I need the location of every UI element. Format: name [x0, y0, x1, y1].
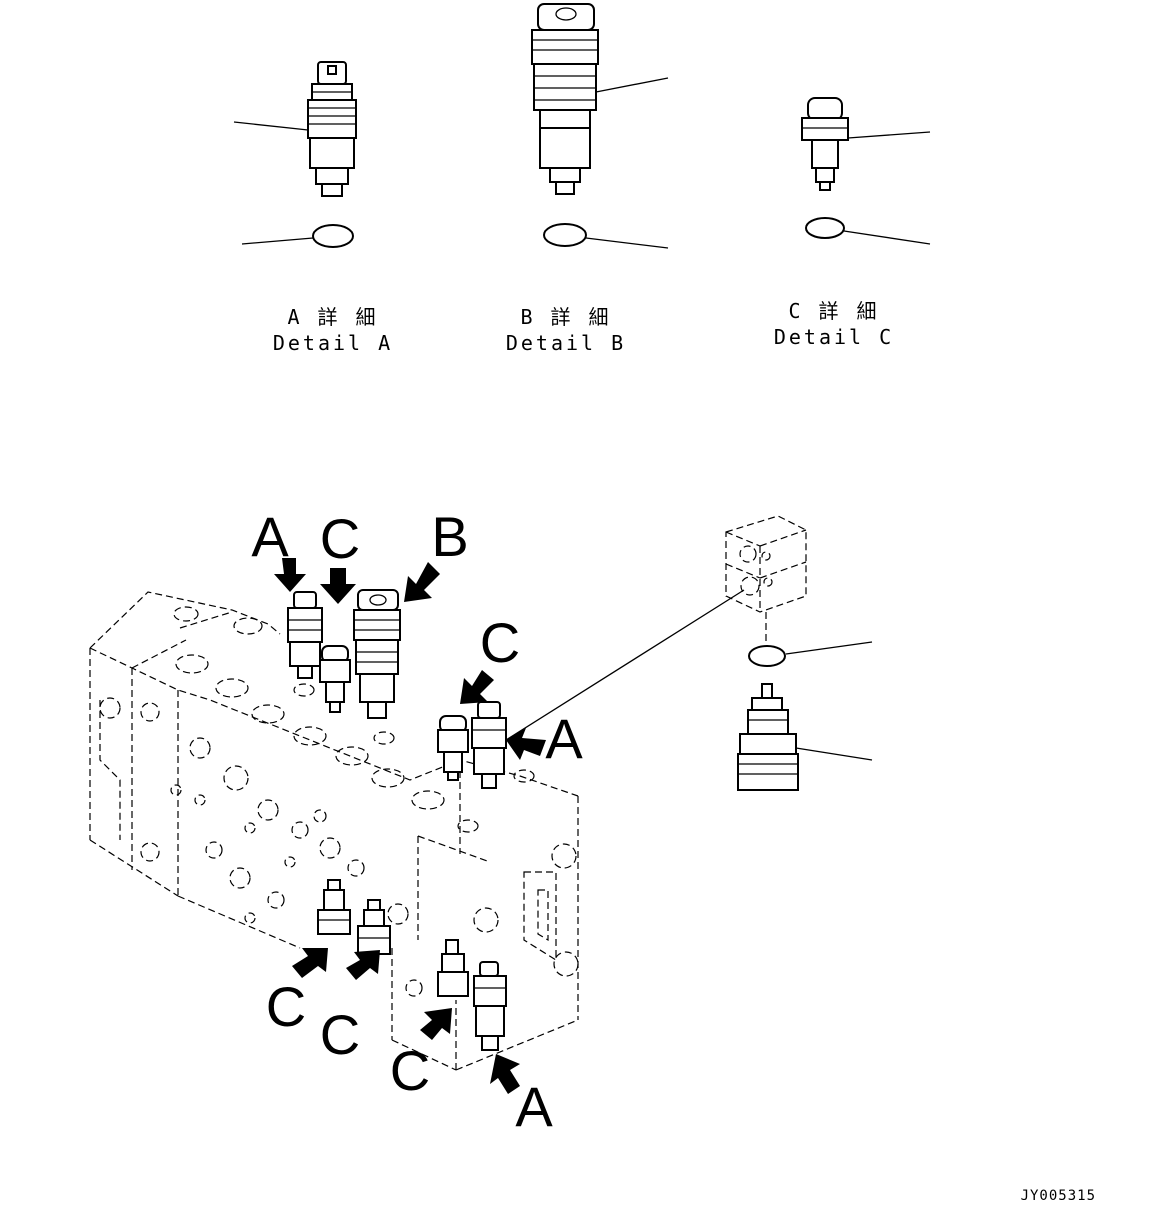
- arrow-top-c: [320, 568, 356, 604]
- callout-low-c1: C: [266, 975, 306, 1038]
- detail-c-caption: C 詳 細 Detail C: [774, 299, 894, 349]
- detail-b-en-label: Detail B: [506, 331, 626, 355]
- arrow-low-a: [490, 1054, 520, 1094]
- detail-a-jp-label: A 詳 細: [287, 305, 378, 329]
- callout-top-a: A: [251, 505, 289, 568]
- callout-top-b: B: [431, 505, 468, 568]
- flange-block: [725, 515, 807, 644]
- detail-c-en-label: Detail C: [774, 325, 894, 349]
- installed-valve-c-low3: [437, 939, 469, 997]
- detail-a-caption: A 詳 細 Detail A: [273, 305, 393, 355]
- detail-b-o-ring: [543, 223, 669, 249]
- callout-low-c2: C: [320, 1003, 360, 1066]
- detail-c-check-valve: [801, 97, 931, 191]
- arrow-mid-c: [460, 670, 494, 704]
- control-valve-block: [89, 591, 579, 1071]
- arrow-low-c2: [346, 950, 380, 980]
- drawing-code: JY005315: [1021, 1188, 1096, 1204]
- callout-low-c3: C: [390, 1039, 430, 1102]
- flange-relief-valve: [737, 683, 873, 791]
- installed-valve-c-mid: [437, 715, 469, 781]
- installed-valve-a-top: [287, 591, 323, 679]
- installed-valve-a-mid: [471, 701, 507, 789]
- callout-arrows: [274, 558, 546, 1094]
- detail-c-jp-label: C 詳 細: [788, 299, 879, 323]
- detail-b-jp-label: B 詳 細: [520, 305, 611, 329]
- installed-valve-c-low2: [357, 899, 391, 955]
- detail-b-caption: B 詳 細 Detail B: [506, 305, 626, 355]
- installed-valve-c-low1: [317, 879, 351, 935]
- callout-low-a: A: [515, 1075, 553, 1138]
- installed-valve-a-low: [473, 961, 507, 1051]
- detail-c-o-ring: [805, 217, 931, 245]
- detail-a-en-label: Detail A: [273, 331, 393, 355]
- callout-mid-c: C: [480, 611, 520, 674]
- arrow-top-b: [404, 562, 440, 602]
- arrow-mid-a: [506, 728, 546, 760]
- detail-a-relief-valve: [233, 61, 357, 197]
- installed-valve-b-top: [353, 589, 401, 719]
- detail-a-o-ring: [241, 224, 354, 248]
- detail-b-relief-valve: [531, 3, 669, 195]
- callout-mid-a: A: [545, 707, 583, 770]
- arrow-top-a: [274, 558, 306, 592]
- callout-top-c: C: [320, 507, 360, 570]
- leader-to-flange: [505, 589, 745, 741]
- installed-valve-c-top: [319, 645, 351, 713]
- arrow-low-c1: [292, 948, 328, 978]
- flange-o-ring: [748, 641, 873, 667]
- arrow-low-c3: [420, 1008, 452, 1040]
- callout-letters: A C B C A C C C A: [251, 505, 583, 1138]
